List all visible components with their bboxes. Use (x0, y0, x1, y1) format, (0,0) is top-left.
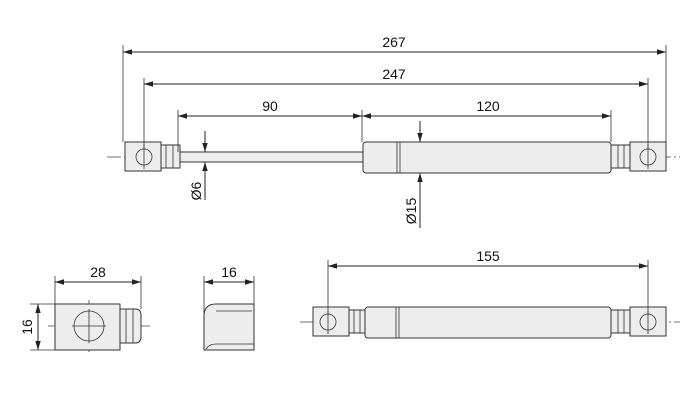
extended-spring-view: 267 247 90 120 Ø6 (107, 34, 680, 228)
cylinder-length-label: 120 (476, 98, 500, 114)
cylinder-diameter-label: Ø15 (403, 198, 419, 225)
end-fitting-height-label: 16 (19, 319, 35, 335)
end-fitting-length-label: 28 (90, 264, 106, 280)
rod-diameter-label: Ø6 (188, 181, 204, 200)
right-eye-fitting (610, 141, 667, 172)
dimension-rod-diameter: Ø6 (188, 131, 208, 200)
overall-length-label: 267 (382, 34, 406, 50)
dimension-cylinder-diameter: Ø15 (403, 121, 423, 228)
left-eye-fitting (124, 141, 181, 172)
compressed-spring-view: 155 (300, 248, 680, 339)
compressed-length-label: 155 (476, 248, 500, 264)
dimension-rod-length: 90 (177, 98, 363, 152)
dimension-overall-length: 267 (122, 34, 667, 142)
end-fitting-top-view: 16 (203, 264, 255, 351)
end-fitting-side-view: 28 16 (19, 264, 152, 352)
piston-rod (179, 151, 364, 163)
end-fitting-width-label: 16 (221, 264, 237, 280)
rod-length-label: 90 (262, 98, 278, 114)
eye-to-eye-label: 247 (382, 66, 406, 82)
dimension-eye-to-eye: 247 (143, 66, 649, 150)
cylinder (362, 141, 612, 174)
dimension-cylinder-length: 120 (362, 98, 612, 142)
